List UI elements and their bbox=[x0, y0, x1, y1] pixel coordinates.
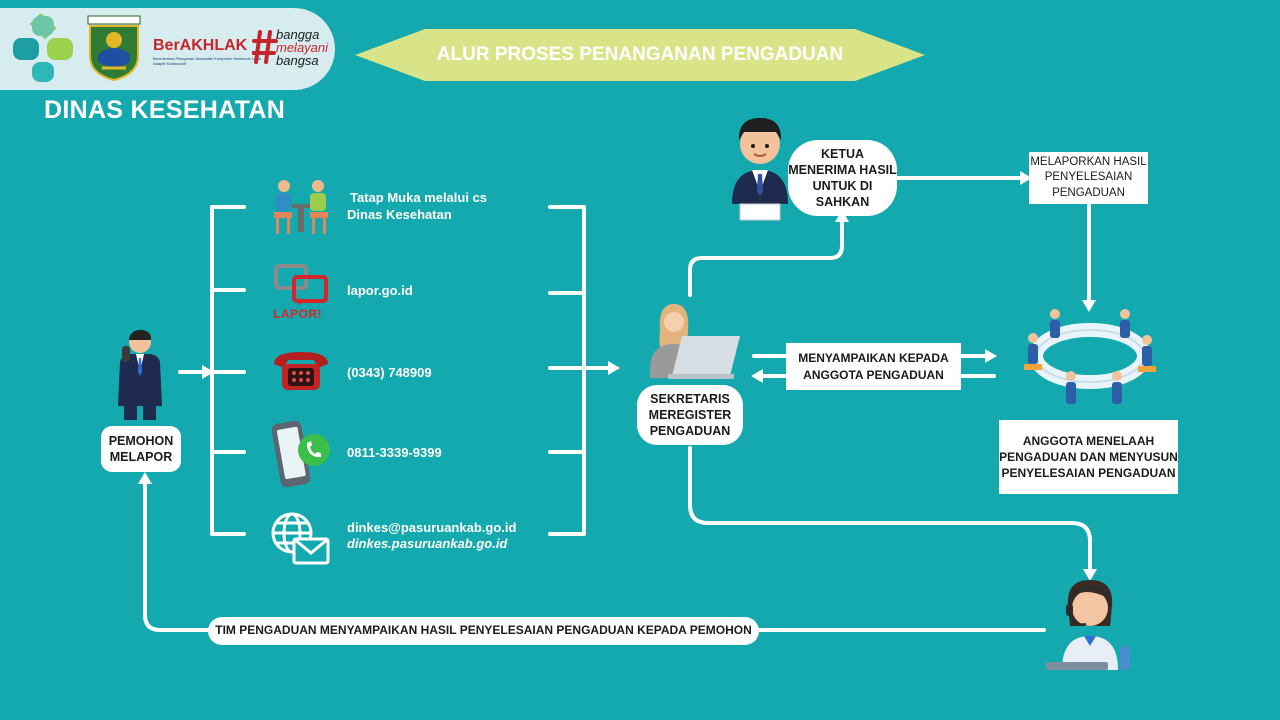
bangga-line1: bangga bbox=[276, 27, 320, 42]
channel-website: dinkes.pasuruankab.go.id bbox=[347, 536, 508, 551]
berakhlak-tagline: Berorientasi Pelayanan Akuntabel Kompete… bbox=[153, 56, 262, 66]
menyampaikan-node: MENYAMPAIKAN KEPADA ANGGOTA PENGADUAN bbox=[786, 343, 961, 390]
channel-phone: (0343) 748909 bbox=[347, 365, 432, 380]
regency-crest-icon bbox=[87, 15, 141, 82]
channel-lapor: lapor.go.id bbox=[347, 283, 413, 298]
sekretaris-node: SEKRETARIS MEREGISTER PENGADUAN bbox=[637, 385, 743, 445]
hashtag-icon bbox=[252, 30, 278, 64]
bangga-line3: bangsa bbox=[276, 53, 319, 68]
channel-whatsapp: 0811-3339-9399 bbox=[347, 445, 442, 460]
meeting-table-icon bbox=[1024, 309, 1156, 404]
page-title: DINAS KESEHATAN bbox=[44, 96, 286, 124]
meeting-icon bbox=[274, 180, 328, 234]
pemohon-figure-icon bbox=[118, 329, 162, 420]
channel-email: dinkes@pasuruankab.go.id bbox=[347, 520, 517, 535]
banner-title: ALUR PROSES PENANGANAN PENGADUAN bbox=[436, 44, 844, 65]
channel-meeting-line1: Tatap Muka melalui cs bbox=[350, 190, 488, 205]
tim-node: TIM PENGADUAN MENYAMPAIKAN HASIL PENYELE… bbox=[208, 617, 759, 645]
customer-service-figure-icon bbox=[1046, 580, 1130, 670]
title-banner bbox=[355, 29, 925, 81]
kemenkes-logo-icon bbox=[13, 14, 73, 82]
sekretaris-figure-icon bbox=[650, 304, 740, 379]
anggota-node: ANGGOTA MENELAAH PENGADUAN DAN MENYUSUN … bbox=[999, 420, 1178, 494]
web-mail-icon bbox=[271, 512, 330, 565]
melaporkan-node: MELAPORKAN HASIL PENYELESAIAN PENGADUAN bbox=[1029, 152, 1148, 204]
lapor-icon-text: LAPOR! bbox=[273, 307, 322, 321]
channel-meeting-line2: Dinas Kesehatan bbox=[347, 207, 452, 222]
bangga-line2: melayani bbox=[276, 40, 329, 55]
whatsapp-icon bbox=[272, 420, 330, 488]
lapor-icon bbox=[274, 264, 328, 305]
ketua-figure-icon bbox=[732, 118, 788, 221]
pemohon-node: PEMOHON MELAPOR bbox=[101, 426, 181, 472]
berakhlak-logo: BerAKHLAK bbox=[153, 37, 248, 54]
telephone-icon bbox=[274, 352, 328, 390]
ketua-node: KETUA MENERIMA HASIL UNTUK DI SAHKAN bbox=[788, 140, 897, 216]
